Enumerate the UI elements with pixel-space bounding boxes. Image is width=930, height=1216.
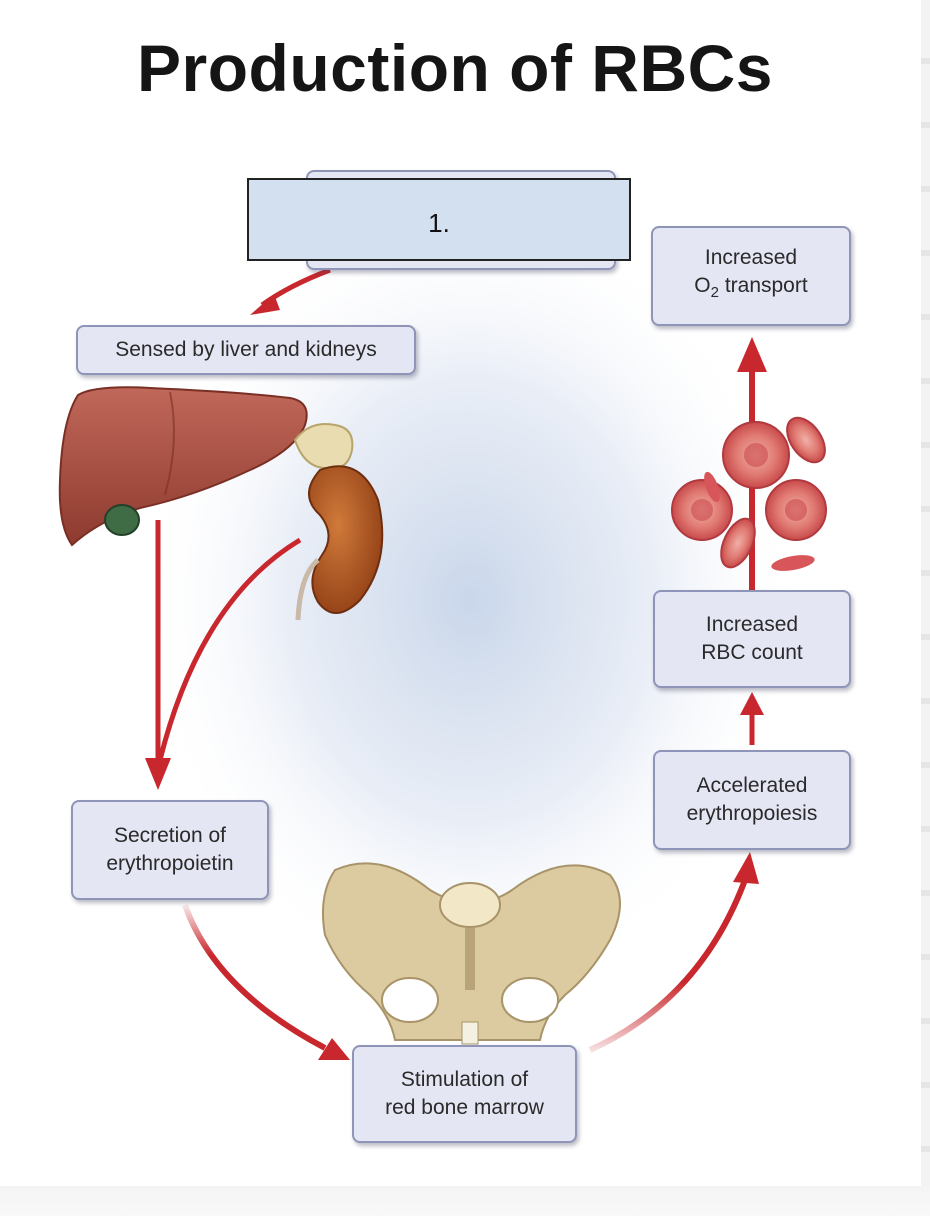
box-o2-line-1: Increased <box>704 246 798 270</box>
pelvis-illustration <box>322 862 621 1045</box>
box-rbc-count-line-2: RBC count <box>701 641 803 664</box>
box-stimulation-line-1: Stimulation of <box>400 1068 529 1091</box>
right-edge-strip <box>921 0 930 1216</box>
o2-subscript: 2 <box>710 284 719 302</box>
box-sensed: Sensed by liver and kidneys <box>76 325 416 375</box>
arrow-secretion-to-stimulation <box>182 904 350 1060</box>
box-accelerated-line-1: Accelerated <box>696 774 808 797</box>
box-secretion-line-1: Secretion of <box>113 824 227 847</box>
arrow-accelerated-to-rbc-count <box>740 692 764 745</box>
box-accelerated-line-2: erythropoiesis <box>686 802 818 825</box>
page-title: Production of RBCs <box>137 31 773 105</box>
answer-box[interactable]: 1. <box>247 178 631 261</box>
arrow-stimulation-to-accelerated <box>588 852 759 1053</box>
diagram-artwork <box>58 200 827 1060</box>
box-rbc-count: Increased RBC count <box>653 590 851 688</box>
arrow-liver-to-secretion <box>145 520 302 790</box>
answer-box-label: 1. <box>428 208 450 238</box>
o2-symbol: O <box>694 274 711 298</box>
box-o2-line-2: O2 transport <box>694 272 807 307</box>
box-rbc-count-line-1: Increased <box>705 613 799 636</box>
red-blood-cells <box>671 416 827 571</box>
kidney-illustration <box>293 423 384 621</box>
box-sensed-label: Sensed by liver and kidneys <box>115 338 377 361</box>
arrow-top-to-sensed <box>250 267 331 315</box>
box-accelerated: Accelerated erythropoiesis <box>653 750 851 850</box>
box-o2-transport: Increased O2 transport <box>651 226 851 326</box>
box-secretion: Secretion of erythropoietin <box>71 800 269 900</box>
box-stimulation-line-2: red bone marrow <box>385 1096 544 1119</box>
gallbladder <box>104 504 140 536</box>
box-stimulation: Stimulation of red bone marrow <box>352 1045 577 1143</box>
o2-rest: transport <box>718 274 808 298</box>
bottom-edge-strip <box>0 1186 930 1216</box>
liver-illustration <box>58 386 308 547</box>
box-secretion-line-2: erythropoietin <box>106 852 234 875</box>
background-glow <box>140 200 800 1000</box>
